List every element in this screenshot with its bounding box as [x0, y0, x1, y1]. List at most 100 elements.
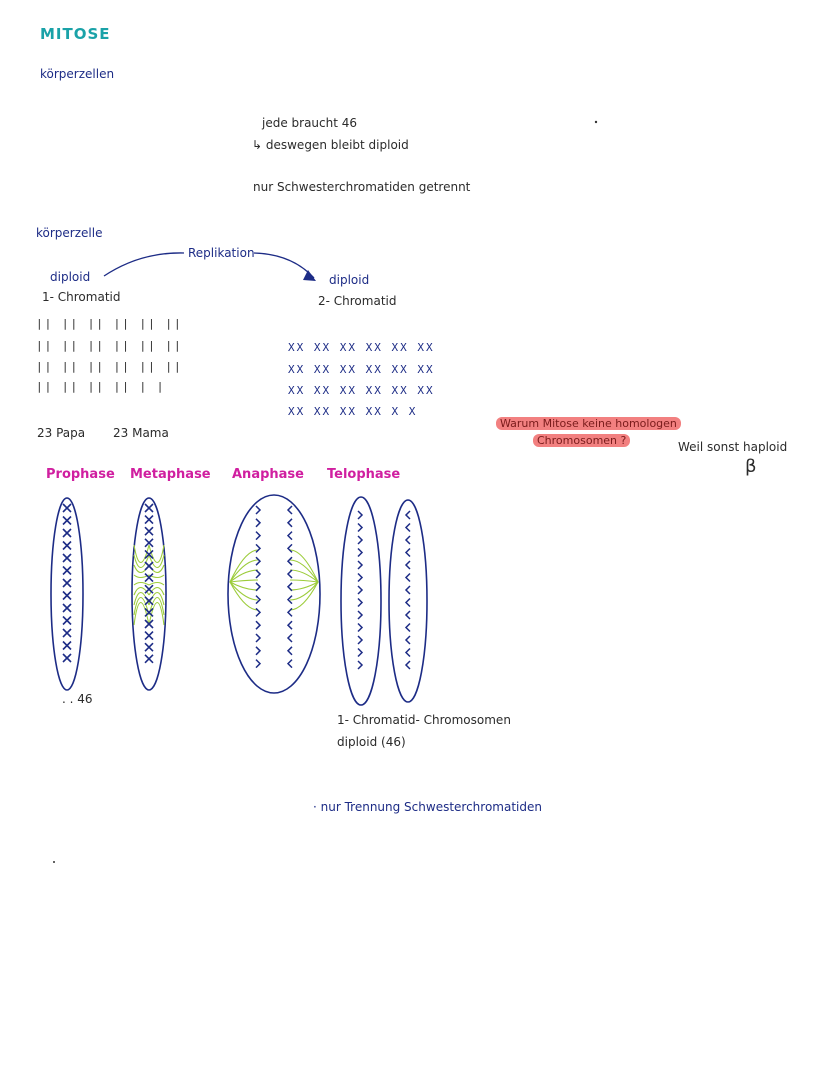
chromosome-x-mark — [62, 590, 72, 601]
chromatid-mark — [357, 560, 364, 570]
chromosome-x-mark — [144, 561, 154, 571]
answer-mark: β — [745, 456, 757, 477]
chromatid-mark — [286, 646, 293, 656]
chromatid-mark — [255, 569, 262, 579]
chromatid-mark — [357, 635, 364, 645]
prophase-count: . . 46 — [62, 692, 93, 706]
chromosome-x-mark — [144, 515, 154, 525]
left-grid-row: || || || || | | — [36, 380, 166, 393]
replication-label: Replikation — [186, 246, 257, 260]
chromosome-x-mark — [62, 603, 72, 613]
metaphase-heading: Metaphase — [130, 467, 211, 482]
chromatid-mark — [404, 585, 411, 595]
chromatid-mark — [255, 620, 262, 630]
chromatid-mark — [286, 595, 293, 605]
left-grid-row: || || || || || || — [36, 339, 183, 352]
chromosome-x-mark — [62, 653, 72, 663]
chromatid-mark — [286, 659, 293, 669]
chromatid-mark — [404, 522, 411, 533]
chromosome-x-mark — [62, 578, 72, 588]
chromosome-x-mark — [62, 528, 72, 538]
chromatid-mark — [286, 620, 293, 630]
chromatid-mark — [404, 647, 411, 658]
chromosome-x-mark — [144, 584, 154, 594]
metaphase-chromosomes — [144, 503, 154, 664]
chromosome-x-mark — [144, 538, 154, 548]
chromosome-x-mark — [62, 615, 72, 626]
metaphase-cell — [131, 497, 167, 691]
chromatid-mark — [286, 607, 293, 617]
chromatid-mark — [255, 518, 262, 528]
note-line-2: ↳ deswegen bleibt diploid — [252, 138, 409, 152]
question-line-1: Warum Mitose keine homologen — [496, 417, 681, 430]
telophase-cell-left — [340, 496, 382, 706]
chromatid-mark — [404, 622, 411, 633]
chromatid-mark — [404, 597, 411, 608]
telophase-chromatids — [357, 510, 411, 670]
chromosome-x-mark — [144, 654, 154, 664]
mama-label: 23 Mama — [113, 426, 169, 440]
chromatid-mark — [404, 560, 411, 570]
chromosome-x-mark — [62, 628, 72, 638]
chromatid-mark — [255, 633, 262, 643]
telophase-note-2: diploid (46) — [337, 735, 406, 749]
chromatid-mark — [357, 585, 364, 595]
chromosome-x-mark — [144, 619, 154, 629]
stray-dot — [53, 861, 55, 863]
chromosome-x-mark — [62, 553, 72, 563]
right-ploidy: diploid — [329, 273, 370, 287]
chromosome-x-mark — [144, 503, 154, 513]
chromatid-mark — [286, 569, 293, 579]
subtitle-koerperzellen: körperzellen — [40, 67, 115, 81]
chromatid-mark — [357, 622, 364, 633]
chromatid-mark — [255, 607, 262, 617]
chromatid-mark — [357, 610, 364, 620]
page-title: MITOSE — [40, 25, 111, 43]
chromatid-mark — [404, 535, 411, 545]
chromatid-mark — [357, 597, 364, 608]
chromatid-mark — [357, 522, 364, 533]
chromatid-mark — [286, 531, 293, 541]
chromatid-mark — [255, 505, 262, 515]
left-grid-row: || || || || || || — [36, 360, 183, 373]
chromatid-mark — [404, 547, 411, 558]
telophase-cell-right — [388, 499, 428, 703]
koerperzelle-label: körperzelle — [36, 226, 103, 240]
chromatid-mark — [404, 510, 411, 520]
anaphase-heading: Anaphase — [232, 467, 304, 482]
left-grid-row: || || || || || || — [36, 317, 183, 330]
chromatid-mark — [286, 518, 293, 528]
chromosome-x-mark — [144, 607, 154, 617]
chromosome-x-mark — [62, 515, 72, 526]
chromatid-mark — [255, 659, 262, 669]
chromatid-mark — [404, 660, 411, 670]
prophase-heading: Prophase — [46, 467, 115, 482]
stray-dot — [594, 120, 598, 124]
note-line-1: jede braucht 46 — [262, 116, 358, 130]
anaphase-spindle — [229, 549, 319, 611]
right-grid-row: XX XX XX XX X X — [288, 405, 418, 418]
chromatid-mark — [286, 505, 293, 515]
chromatid-mark — [255, 543, 262, 553]
metaphase-spindle — [133, 544, 165, 626]
chromosome-x-mark — [62, 540, 72, 551]
prophase-cell — [50, 497, 84, 691]
telophase-heading: Telophase — [327, 467, 401, 482]
right-grid-row: XX XX XX XX XX XX — [288, 341, 435, 354]
note-line-3: nur Schwesterchromatiden getrennt — [253, 180, 471, 194]
replication-arrow-right — [253, 252, 315, 279]
chromatid-mark — [404, 635, 411, 645]
chromatid-mark — [286, 543, 293, 553]
chromatid-mark — [255, 556, 262, 566]
left-ploidy: diploid — [50, 270, 91, 284]
chromosome-x-mark — [144, 631, 154, 641]
question-line-2: Chromosomen ? — [533, 434, 631, 447]
papa-label: 23 Papa — [37, 426, 86, 440]
chromosome-x-mark — [62, 640, 72, 651]
right-grid-row: XX XX XX XX XX XX — [288, 384, 435, 397]
chromosome-x-mark — [144, 549, 154, 559]
chromatid-mark — [255, 646, 262, 656]
chromatid-mark — [357, 510, 364, 520]
